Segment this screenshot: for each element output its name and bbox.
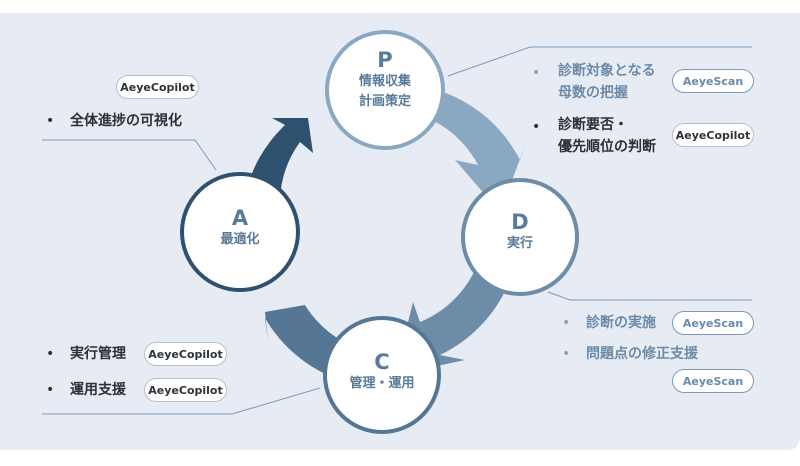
plan-node-label: P 情報収集 計画策定	[335, 48, 435, 112]
plan-letter: P	[377, 48, 393, 72]
act-connector-line	[42, 139, 217, 171]
act-item-1-bullet: •	[46, 113, 55, 129]
act-node	[180, 172, 300, 292]
plan-item-2-tool-badge[interactable]: AeyeCopilot	[672, 123, 754, 147]
check-item-1-tool-badge[interactable]: AeyeCopilot	[144, 342, 227, 366]
act-letter: A	[231, 206, 249, 230]
plan-node	[325, 30, 445, 150]
act-line1: 最適化	[220, 232, 260, 247]
do-letter: D	[511, 210, 529, 234]
check-node-label: C 管理・運用	[322, 350, 442, 394]
do-connector-line	[547, 291, 752, 301]
plan-item-1-tool-badge[interactable]: AeyeScan	[672, 69, 754, 93]
do-item-2-text: 問題点の修正支援	[586, 346, 698, 362]
check-item-2-tool-badge[interactable]: AeyeCopilot	[144, 378, 227, 402]
plan-item-1-line2: 母数の把握	[558, 85, 628, 101]
plan-item-1-bullet: •	[532, 65, 541, 81]
do-line1: 実行	[506, 236, 533, 251]
check-item-2-text: 運用支援	[70, 382, 126, 398]
plan-item-1-line1: 診断対象となる	[558, 63, 656, 79]
do-item-1-bullet: •	[562, 315, 571, 331]
do-item-1-text: 診断の実施	[586, 315, 656, 331]
do-item-2-bullet: •	[562, 346, 571, 362]
plan-item-2-line1: 診断要否・	[558, 117, 628, 133]
act-item-1-text: 全体進捗の可視化	[70, 113, 182, 129]
act-node-label: A 最適化	[190, 206, 290, 250]
plan-line2: 計画策定	[358, 94, 411, 109]
do-item-2-tool-badge[interactable]: AeyeScan	[672, 369, 754, 393]
check-line1: 管理・運用	[349, 376, 415, 391]
check-item-1-text: 実行管理	[70, 346, 126, 362]
plan-line1: 情報収集	[358, 74, 411, 89]
plan-item-2-bullet: •	[532, 119, 541, 135]
do-node-label: D 実行	[470, 210, 570, 254]
act-item-1-tool-badge[interactable]: AeyeCopilot	[116, 75, 199, 99]
check-item-1-bullet: •	[46, 346, 55, 362]
plan-item-1-text: 診断対象となる 母数の把握	[558, 60, 656, 104]
plan-item-2-line2: 優先順位の判断	[558, 139, 656, 155]
plan-connector-line	[447, 46, 752, 77]
plan-item-2-text: 診断要否・ 優先順位の判断	[558, 114, 656, 158]
do-node	[461, 178, 579, 296]
check-letter: C	[374, 350, 390, 374]
check-node	[323, 316, 441, 434]
check-item-2-bullet: •	[46, 382, 55, 398]
do-item-1-tool-badge[interactable]: AeyeScan	[672, 311, 754, 335]
check-connector-line	[42, 387, 321, 415]
